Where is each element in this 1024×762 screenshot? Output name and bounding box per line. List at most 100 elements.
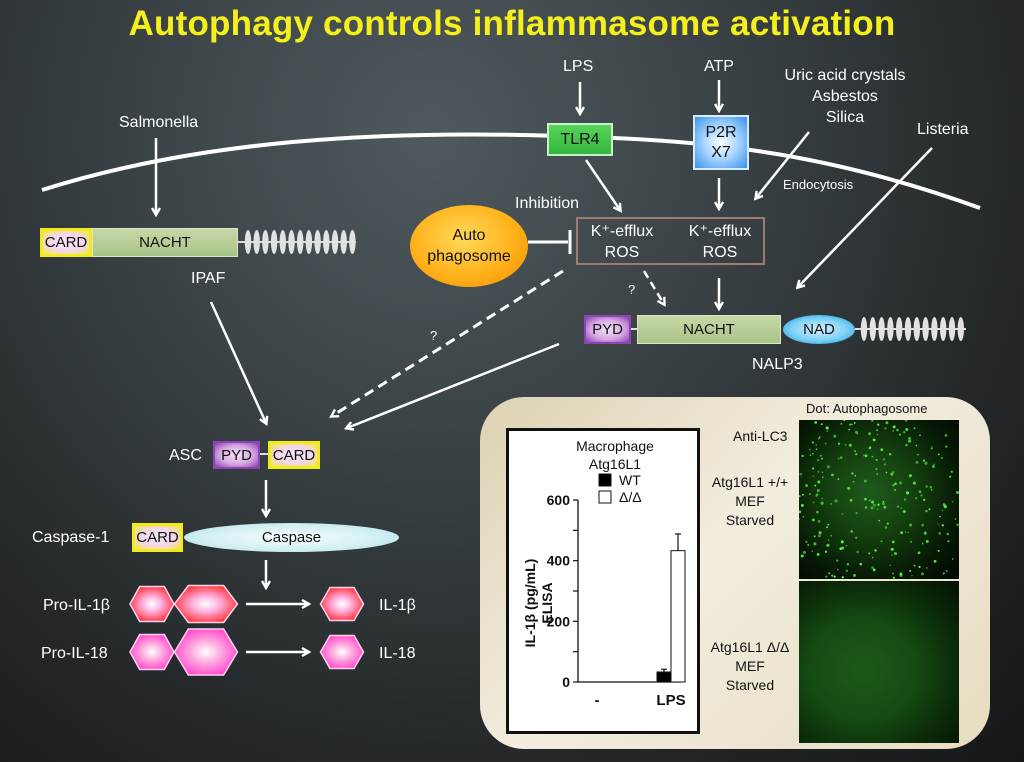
autophagosome: Auto phagosome [410,205,528,287]
lrr-repeat [270,230,278,254]
legend-label: WT [619,472,641,488]
chart-ylabel-wrap: IL-1β (pg/mL) ELISA [509,559,573,648]
stimulus-asbestos: Asbestos [812,88,878,105]
lrr-repeat [305,230,313,254]
lrr-repeat [288,230,295,254]
caspase-domain: Caspase [184,523,399,552]
lrr-repeat [869,317,876,341]
ros-right-label: ROS [702,244,738,261]
caspase1-label: Caspase-1 [32,529,110,546]
lrr-repeat [253,230,260,254]
wt-condition: Starved [725,512,775,528]
y-tick-label: 200 [547,613,571,629]
y-tick-label: 400 [547,553,571,569]
tlr4-receptor: TLR4 [547,123,613,156]
micrograph-wt [798,418,959,579]
asc-pyd-domain: PYD [213,441,260,469]
arrow-ros-asc-dashed [332,269,564,416]
stimulus-lps: LPS [563,58,594,75]
wt-micrograph-label: Atg16L1 +/+ MEF Starved [706,473,794,530]
chart-title-line1: Macrophage [576,438,654,454]
wt-cell-type: MEF [735,493,765,509]
stimulus-particulates: Uric acid crystals Asbestos Silica [770,65,920,128]
caspase1-card-domain: CARD [132,523,183,552]
lrr-repeat [940,317,947,341]
lrr-repeat [314,230,321,254]
pro-cytokine-small-hexagon [129,585,175,623]
stimulus-silica: Silica [825,109,865,126]
ipaf-nacht-domain: NACHT [92,228,238,257]
mature-cytokine-hexagon [319,586,365,622]
lrr-repeat [922,317,929,341]
lc3-puncta [798,418,959,579]
stain-label: Anti-LC3 [733,428,788,444]
cytokine-hexagons [129,584,365,676]
k-efflux-right: K⁺-efflux [688,223,752,240]
question-mark-ros-asc: ? [430,328,438,343]
arrow-ipaf-asc [209,301,266,423]
legend-swatch [598,490,612,504]
lrr-repeat [860,317,868,341]
lrr-repeat [887,317,894,341]
nalp3-label: NALP3 [752,356,803,373]
y-tick-label: 0 [562,674,570,690]
bar-WT-LPS [656,671,672,683]
il18-label: IL-18 [379,645,416,662]
autophagosome-line2: phagosome [427,248,511,265]
pro-il18-label: Pro-IL-18 [41,645,108,662]
arrow-particulates-ros [756,131,810,198]
stimulus-salmonella: Salmonella [119,114,199,131]
lrr-repeat [878,317,885,341]
lrr-repeat [913,317,920,341]
x-tick-label: - [595,692,600,709]
lrr-repeat [931,317,938,341]
p2rx7-label-line2: X7 [711,143,731,161]
nalp3-nad-domain: NAD [783,315,855,344]
inhibition-label: Inhibition [515,195,580,212]
pro-il1b-label: Pro-IL-1β [43,597,110,614]
k-efflux-left: K⁺-efflux [590,223,654,240]
endocytosis-label: Endocytosis [783,177,854,192]
pro-cytokine-small-hexagon [129,633,175,671]
ipaf-lrr-repeats [244,230,356,254]
lrr-repeat [262,230,269,254]
x-tick-label: LPS [656,692,685,709]
ros-left: K⁺-efflux ROS [582,221,662,263]
chart-ylabel-line1: IL-1β (pg/mL) [522,558,538,648]
il1b-label: IL-1β [379,597,416,614]
y-tick-label: 600 [547,492,571,508]
question-mark-ros-nalp3: ? [628,282,636,297]
arrow-listeria-nalp3 [798,147,933,287]
asc-card-domain: CARD [268,441,320,469]
micrograph-ko [799,581,959,743]
lrr-repeat [279,230,286,254]
lrr-repeat [948,317,956,341]
lrr-repeat [331,230,339,254]
stimulus-atp: ATP [704,58,734,75]
nalp3-lrr-repeats [860,317,964,341]
micrograph-header: Dot: Autophagosome [806,401,928,416]
stimulus-listeria: Listeria [917,121,969,138]
arrow-ros-nalp3-dashed [642,270,664,304]
ros-left-label: ROS [604,244,640,261]
slide-title: Autophagy controls inflammasome activati… [128,4,896,43]
chart-ylabel: IL-1β (pg/mL) ELISA [522,523,556,683]
wt-genotype: Atg16L1 +/+ [711,474,789,490]
lrr-repeat [896,317,903,341]
lrr-repeat [297,230,304,254]
nalp3-pyd-domain: PYD [584,315,631,344]
lrr-repeat [323,230,330,254]
ko-micrograph-label: Atg16L1 Δ/Δ MEF Starved [706,638,794,695]
lrr-repeat [957,317,964,341]
autophagosome-line1: Auto [452,227,486,244]
asc-label: ASC [169,447,202,464]
lrr-repeat [340,230,347,254]
ko-genotype: Atg16L1 Δ/Δ [710,639,790,655]
chart-title: Macrophage Atg16L1 [560,437,670,473]
p2rx7-receptor: P2R X7 [693,115,749,170]
ko-condition: Starved [725,677,775,693]
ko-cell-type: MEF [735,658,765,674]
legend-swatch [598,473,612,487]
